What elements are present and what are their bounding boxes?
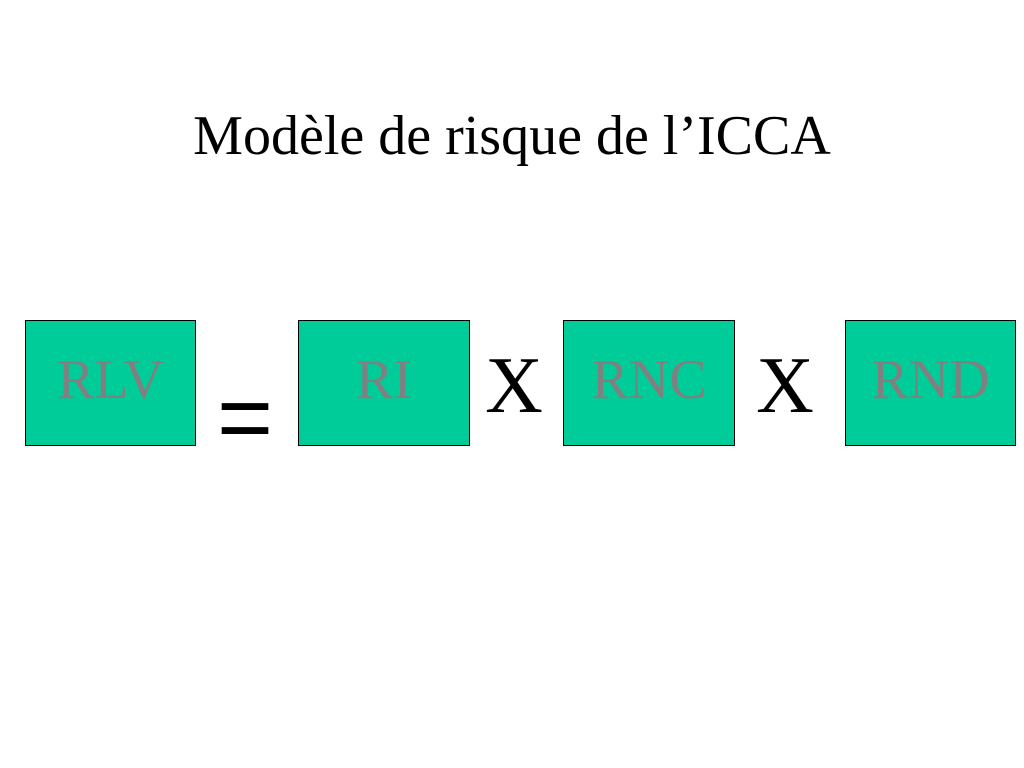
slide-title: Modèle de risque de l’ICCA bbox=[193, 105, 831, 167]
rlv-label: RLV bbox=[57, 349, 164, 411]
rnd-label: RND bbox=[871, 349, 990, 411]
multiply-sign-2: X bbox=[756, 342, 814, 430]
rlv-box: RLV bbox=[25, 320, 196, 446]
equals-sign: = bbox=[216, 364, 274, 471]
rnc-box: RNC bbox=[563, 320, 735, 446]
rnd-box: RND bbox=[845, 320, 1016, 446]
rnc-label: RNC bbox=[591, 349, 707, 411]
ri-box: RI bbox=[298, 320, 470, 446]
multiply-sign-1: X bbox=[485, 342, 543, 430]
ri-label: RI bbox=[356, 349, 412, 411]
